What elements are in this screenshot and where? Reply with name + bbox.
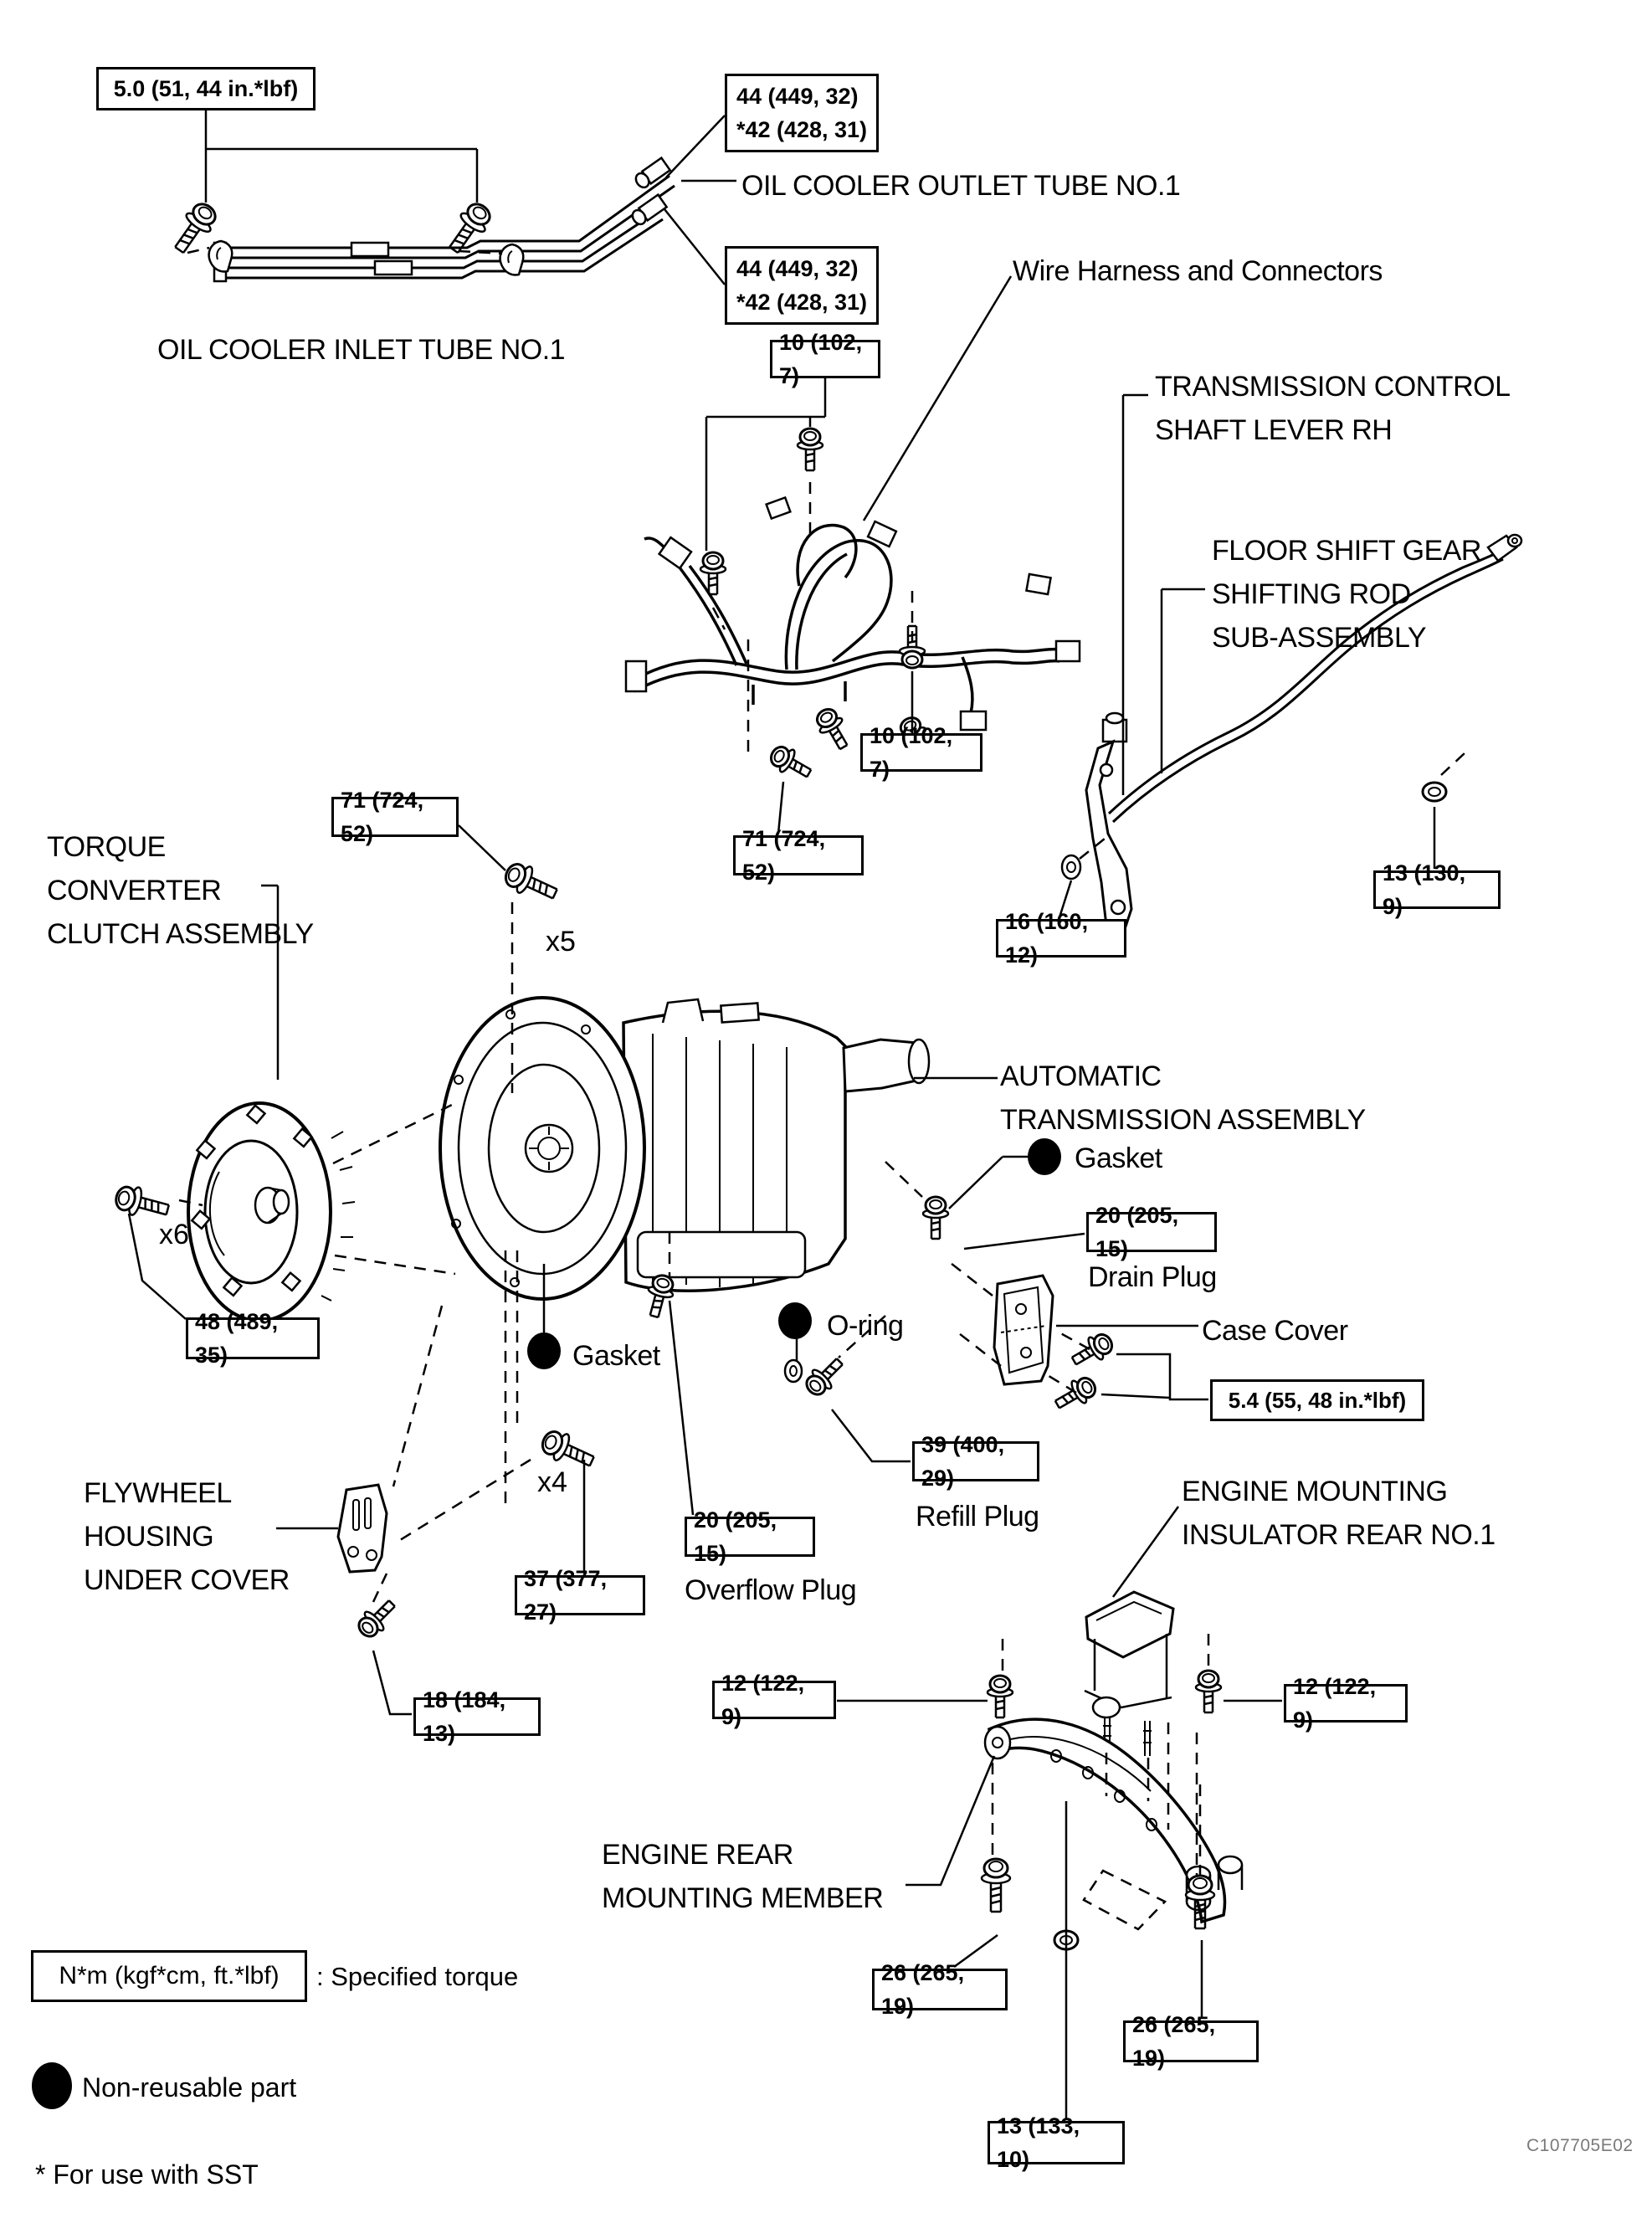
- tube-clip-icon: [208, 239, 233, 273]
- wire-harness: [624, 495, 1081, 732]
- label-automatic-transmission: AUTOMATIC TRANSMISSION ASSEMBLY: [1000, 1060, 1366, 1136]
- label-refill-plug: Refill Plug: [916, 1501, 1039, 1533]
- torque-box-insulator-left: 12 (122, 9): [712, 1671, 836, 1729]
- torque-box-overflow-plug: 20 (205, 15): [685, 1507, 815, 1566]
- harness-bolt-icon: [796, 427, 824, 472]
- tube-clip-bolt-icon: [440, 197, 497, 259]
- harness-bolt-icon: [810, 703, 856, 755]
- lever-washer-icon: [1060, 854, 1082, 881]
- multiplier-x4: x4: [537, 1466, 567, 1498]
- label-overflow-plug: Overflow Plug: [685, 1574, 857, 1606]
- refill-plug-icon: [799, 1351, 850, 1402]
- drain-plug-icon: [921, 1195, 950, 1240]
- torque-box-inlet-tube: 44 (449, 32) *42 (428, 31): [725, 246, 879, 325]
- harness-bracket-bolt-icon: [765, 740, 817, 786]
- figure-code: C107705E02: [1526, 2136, 1634, 2155]
- torque-box-case-cover: 5.4 (55, 48 in.*lbf): [1210, 1379, 1424, 1421]
- case-cover-bolt-icon: [1049, 1371, 1101, 1417]
- label-o-ring: O-ring: [827, 1310, 904, 1342]
- label-drain-plug: Drain Plug: [1088, 1261, 1217, 1293]
- label-flywheel-cover: FLYWHEEL HOUSING UNDER COVER: [84, 1477, 290, 1596]
- torque-box-member-right: 26 (265, 19): [1123, 2012, 1259, 2071]
- torque-box-oil-cooler-clips: 5.0 (51, 44 in.*lbf): [96, 67, 316, 110]
- label-oil-cooler-inlet: OIL COOLER INLET TUBE NO.1: [157, 334, 566, 366]
- non-reusable-bullet-gasket-right: [1028, 1138, 1061, 1175]
- label-floor-shift-rod: FLOOR SHIFT GEAR SHIFTING ROD SUB-ASSEMB…: [1212, 535, 1481, 654]
- torque-box-rod-nut: 13 (130, 9): [1373, 860, 1501, 919]
- floor-shift-rod: [1107, 533, 1523, 824]
- torque-box-bellhousing-left: 71 (724, 52): [331, 788, 459, 846]
- tube-flare-fittings: [631, 156, 672, 226]
- torque-box-insulator-right: 12 (122, 9): [1284, 1674, 1408, 1733]
- label-gasket-right: Gasket: [1075, 1142, 1162, 1174]
- non-reusable-bullet-gasket-left: [527, 1332, 561, 1369]
- assembly-dashed-lines: [178, 246, 1465, 1931]
- legend-non-reusable-bullet: [32, 2062, 72, 2109]
- automatic-transmission: [439, 996, 931, 1301]
- engine-mounting-insulator: [1084, 1590, 1175, 1756]
- legend-sst-note: * For use with SST: [35, 2159, 259, 2190]
- refill-o-ring-icon: [783, 1358, 803, 1384]
- insulator-bolt-icon: [1194, 1669, 1223, 1714]
- torque-box-cover-bolt: 18 (184, 13): [413, 1687, 541, 1746]
- label-gasket-left: Gasket: [572, 1340, 660, 1372]
- insulator-bolt-icon: [986, 1674, 1014, 1719]
- torque-box-converter: 48 (489, 35): [186, 1309, 320, 1368]
- case-cover-bolt-icon: [1066, 1327, 1118, 1373]
- torque-box-member-nut: 13 (133, 10): [988, 2113, 1125, 2172]
- torque-box-under-cover: 37 (377, 27): [515, 1566, 645, 1625]
- legend-torque-desc: : Specified torque: [316, 1962, 519, 1991]
- label-oil-cooler-outlet: OIL COOLER OUTLET TUBE NO.1: [741, 170, 1181, 202]
- torque-box-refill-plug: 39 (400, 29): [912, 1432, 1039, 1491]
- torque-box-lever: 16 (160, 12): [996, 909, 1126, 968]
- label-case-cover: Case Cover: [1202, 1315, 1348, 1347]
- label-engine-rear-member: ENGINE REAR MOUNTING MEMBER: [602, 1839, 884, 1914]
- multiplier-x5: x5: [546, 926, 576, 958]
- converter-bolt-icon: [111, 1181, 173, 1225]
- member-bolt-icon: [980, 1857, 1012, 1913]
- legend-non-reusable: Non-reusable part: [82, 2072, 297, 2102]
- label-trans-control-lever: TRANSMISSION CONTROL SHAFT LEVER RH: [1155, 371, 1511, 446]
- oil-cooler-tubes: [213, 174, 675, 283]
- transmission-control-shaft-lever: [1085, 711, 1133, 931]
- label-torque-converter: TORQUE CONVERTER CLUTCH ASSEMBLY: [47, 831, 314, 950]
- legend-torque-unit-box: N*m (kgf*cm, ft.*lbf): [31, 1950, 307, 2002]
- torque-converter: [187, 1101, 356, 1322]
- rod-nut-icon: [1421, 781, 1448, 803]
- under-cover-bolt-icon: [351, 1593, 403, 1644]
- bellhousing-bolt-icon: [500, 857, 562, 908]
- leader-lines: [127, 110, 1436, 2119]
- torque-box-outlet-tube: 44 (449, 32) *42 (428, 31): [725, 74, 879, 152]
- torque-box-member-left: 26 (265, 19): [872, 1960, 1008, 2019]
- torque-box-harness-lower: 10 (102, 7): [860, 723, 982, 782]
- torque-box-bellhousing-mid: 71 (724, 52): [733, 826, 864, 885]
- non-reusable-bullet-o-ring: [778, 1302, 812, 1339]
- case-cover: [993, 1274, 1054, 1386]
- torque-box-harness-upper: 10 (102, 7): [770, 330, 880, 388]
- label-wire-harness: Wire Harness and Connectors: [1013, 255, 1383, 287]
- label-engine-mounting: ENGINE MOUNTING INSULATOR REAR NO.1: [1182, 1476, 1496, 1551]
- multiplier-x6: x6: [159, 1219, 189, 1250]
- torque-box-drain-plug: 20 (205, 15): [1086, 1203, 1217, 1261]
- flywheel-under-cover: [336, 1483, 388, 1574]
